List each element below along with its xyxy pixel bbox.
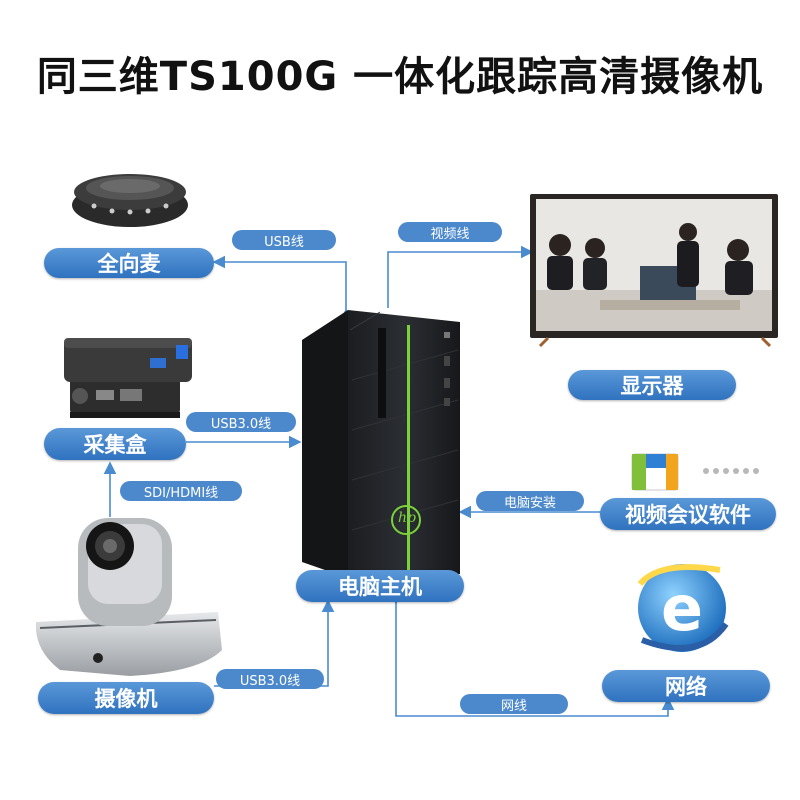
node-software: 视频会议软件: [600, 498, 776, 530]
display-image: [530, 194, 778, 348]
camera-image: [35, 518, 222, 676]
software-logo-icon: [631, 453, 759, 491]
node-network: 网络: [602, 670, 770, 702]
edge-label-usb30-camera: USB3.0线: [216, 669, 324, 689]
page-title: 同三维TS100G 一体化跟踪高清摄像机: [36, 54, 764, 100]
node-pc: 电脑主机: [296, 570, 464, 602]
node-camera: 摄像机: [38, 682, 214, 714]
edge-label-pc-install: 电脑安装: [476, 491, 584, 511]
edge-label-net: 网线: [460, 694, 568, 714]
edge-line-video: [387, 245, 534, 308]
edge-label-video: 视频线: [398, 222, 502, 242]
connection-lines: [103, 245, 675, 717]
capture-box-image: [64, 338, 192, 418]
pc-brand-logo: hp: [398, 510, 416, 526]
edge-label-usb30-capture: USB3.0线: [186, 412, 296, 432]
node-capture-box: 采集盒: [44, 428, 186, 460]
edge-label-sdi-hdmi: SDI/HDMI线: [120, 481, 242, 501]
edge-line-usb: [212, 255, 353, 322]
svg-text:e: e: [661, 572, 703, 645]
pc-tower-image: [302, 310, 460, 578]
network-globe-icon: e: [637, 564, 729, 652]
edge-line-net: [389, 591, 675, 717]
node-display: 显示器: [568, 370, 736, 400]
mic-image: [72, 174, 188, 227]
node-mic: 全向麦: [44, 248, 214, 278]
edge-label-usb: USB线: [232, 230, 336, 250]
